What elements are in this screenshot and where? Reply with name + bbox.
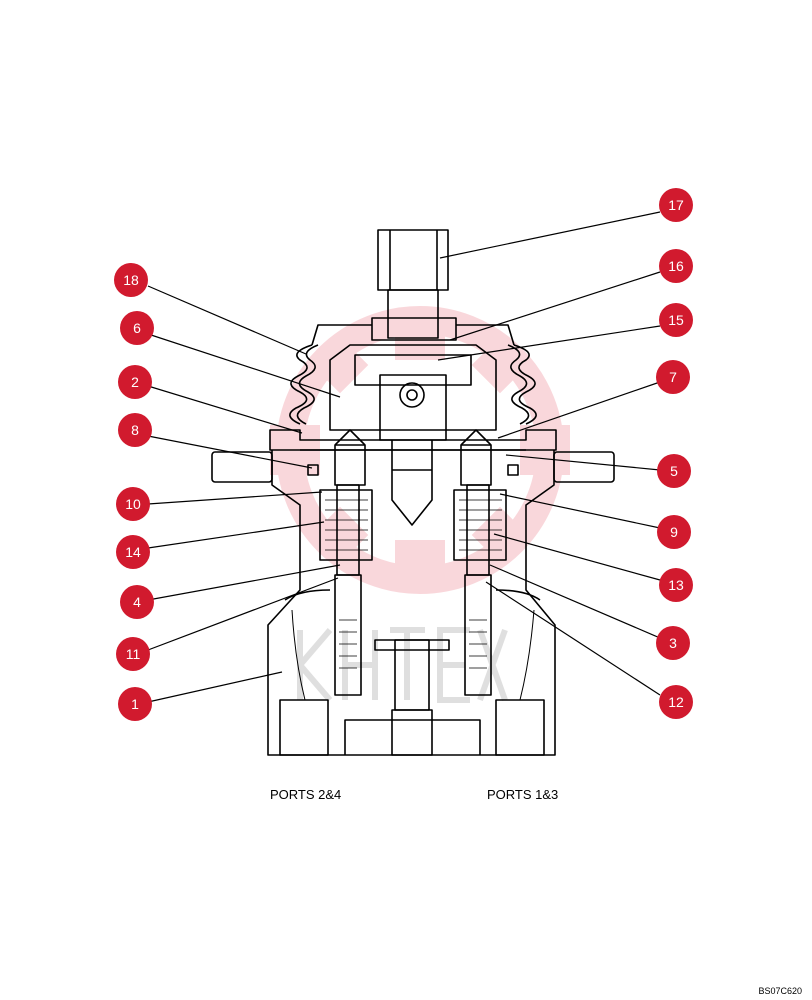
svg-text:13: 13 xyxy=(668,577,684,593)
callout-leaders xyxy=(147,211,661,703)
callout-11: 11 xyxy=(116,637,150,671)
callout-18: 18 xyxy=(114,263,148,297)
svg-text:7: 7 xyxy=(669,369,677,385)
callout-6: 6 xyxy=(120,311,154,345)
watermark-text xyxy=(297,627,508,703)
callout-10: 10 xyxy=(116,487,150,521)
valve-body-drawing xyxy=(211,229,615,756)
ports-1-3-label: PORTS 1&3 xyxy=(487,787,559,802)
callout-8: 8 xyxy=(118,413,152,447)
callout-1: 1 xyxy=(118,687,152,721)
callout-2: 2 xyxy=(118,365,152,399)
watermark-logo xyxy=(270,306,570,594)
drawing-code: BS07C620 xyxy=(758,986,802,996)
callout-17: 17 xyxy=(659,188,693,222)
svg-text:16: 16 xyxy=(668,258,684,274)
callout-12: 12 xyxy=(659,685,693,719)
svg-text:11: 11 xyxy=(126,646,141,662)
svg-text:9: 9 xyxy=(670,524,678,540)
svg-text:4: 4 xyxy=(133,594,141,610)
ports-2-4-label: PORTS 2&4 xyxy=(270,787,342,802)
svg-text:12: 12 xyxy=(668,694,684,710)
svg-text:10: 10 xyxy=(125,496,141,512)
svg-text:5: 5 xyxy=(670,463,678,479)
svg-text:3: 3 xyxy=(669,635,677,651)
callout-4: 4 xyxy=(120,585,154,619)
svg-text:2: 2 xyxy=(131,374,139,390)
callout-14: 14 xyxy=(116,535,150,569)
svg-text:17: 17 xyxy=(668,197,684,213)
callout-3: 3 xyxy=(656,626,690,660)
svg-text:18: 18 xyxy=(123,272,139,288)
svg-text:14: 14 xyxy=(125,544,141,560)
svg-text:8: 8 xyxy=(131,422,139,438)
callout-13: 13 xyxy=(659,568,693,602)
svg-text:1: 1 xyxy=(131,696,139,712)
callout-7: 7 xyxy=(656,360,690,394)
svg-text:15: 15 xyxy=(668,312,684,328)
callout-9: 9 xyxy=(657,515,691,549)
svg-text:6: 6 xyxy=(133,320,141,336)
callout-5: 5 xyxy=(657,454,691,488)
callout-16: 16 xyxy=(659,249,693,283)
callout-15: 15 xyxy=(659,303,693,337)
